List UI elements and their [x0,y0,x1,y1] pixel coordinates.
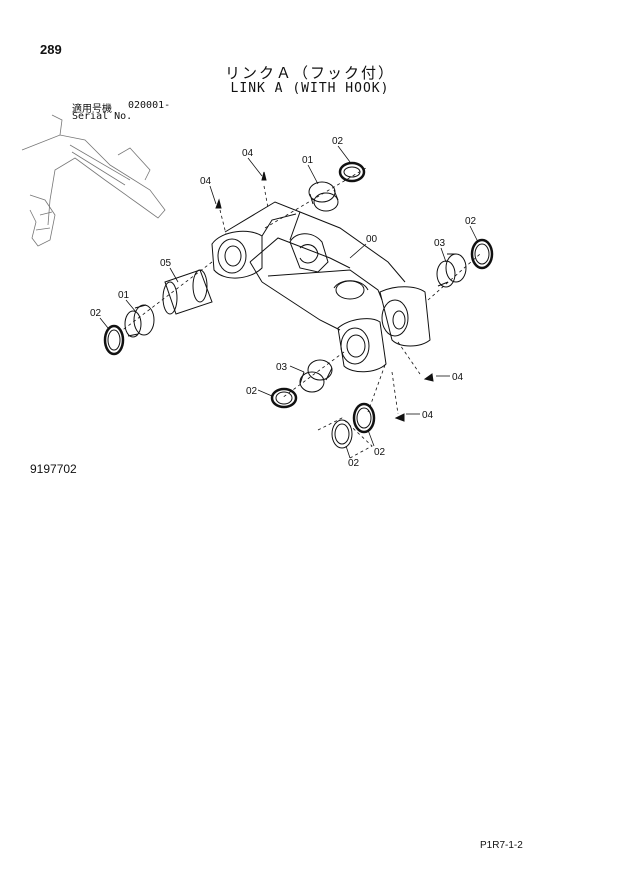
page-code: P1R7-1-2 [480,840,523,851]
callout-02: 02 [374,447,386,458]
callout-02: 02 [90,308,102,319]
page-number: 289 [40,42,62,57]
seal-02-right [470,238,494,270]
bushing-01-top [308,181,339,212]
callout-04: 04 [200,176,212,187]
title-english: LINK A (WITH HOOK) [230,81,390,96]
callout-03: 03 [276,362,288,373]
serial-label-english: Serial No. [72,111,133,122]
title-japanese: リンクＡ（フック付） [224,64,395,82]
pin-05 [162,269,213,315]
seal-02-top [338,161,366,183]
seal-02-bottom-left [331,419,353,449]
seal-02-lower [270,387,298,409]
serial-label-japanese: 適用号機 [72,104,112,115]
callout-02: 02 [332,136,344,147]
callout-02: 02 [348,458,360,469]
seal-02-left [103,324,125,356]
link-body [211,201,431,373]
callout-04: 04 [452,372,464,383]
callout-04: 04 [422,410,434,421]
callout-01: 01 [118,290,130,301]
grease-fitting-04-d [394,413,405,422]
grease-fitting-04-a [261,171,267,181]
bushing-03-lower [299,359,333,393]
callout-04: 04 [242,148,254,159]
callout-01: 01 [302,155,314,166]
callout-00: 00 [366,234,378,245]
serial-value: 020001- [128,100,171,111]
bushing-01-left [124,304,155,338]
callout-02: 02 [246,386,258,397]
callout-03: 03 [434,238,446,249]
seal-02-bottom-right [352,402,376,434]
callout-05: 05 [160,258,172,269]
figure-number: 9197702 [30,462,77,476]
grease-fitting-04-c [423,373,434,382]
grease-fitting-04-b [215,198,222,209]
excavator-thumbnail-icon [21,114,166,247]
callout-02: 02 [465,216,477,227]
